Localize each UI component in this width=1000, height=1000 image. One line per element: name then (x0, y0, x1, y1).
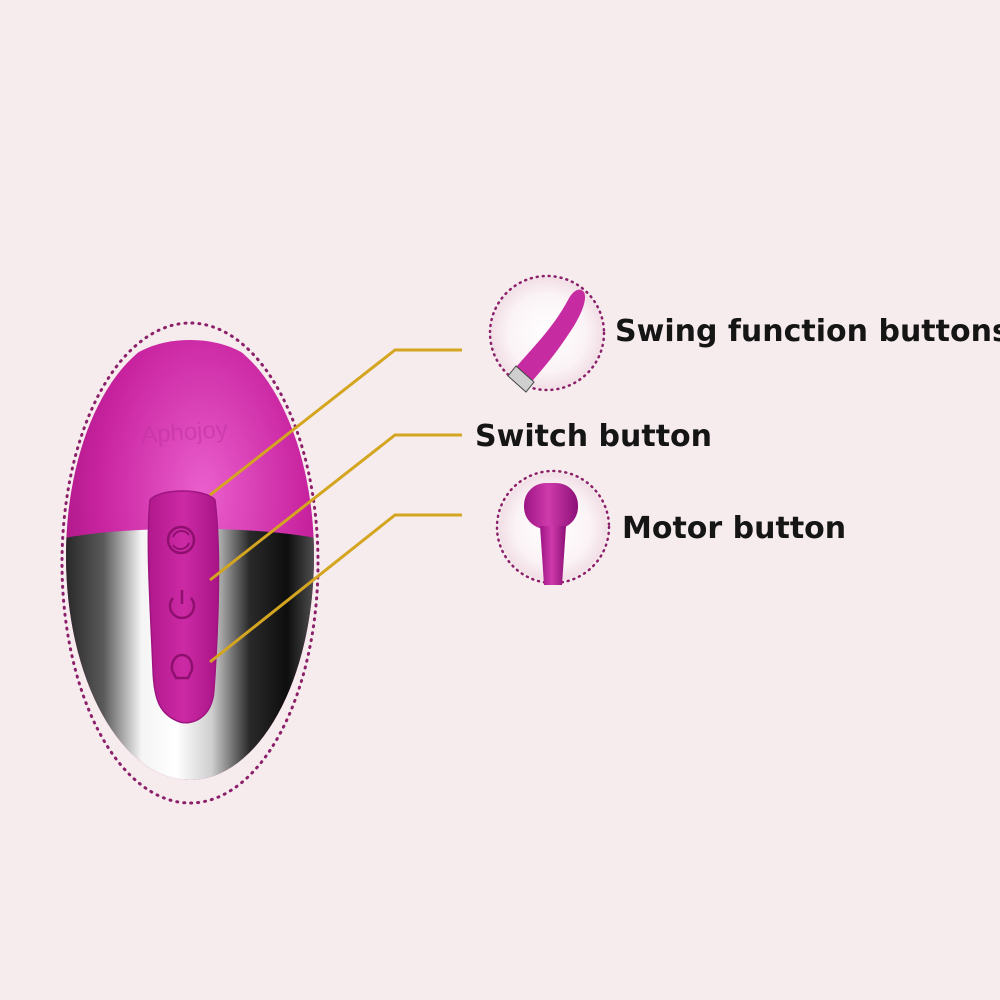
label-switch-button: Switch button (475, 419, 713, 454)
switch-button[interactable] (168, 590, 196, 620)
leader-line-motor (209, 513, 462, 664)
leader-line-swing (209, 348, 462, 497)
cycle-icon (172, 530, 190, 550)
power-icon (168, 597, 196, 620)
brand-watermark: Aphojoy (140, 416, 228, 449)
swing-thumbnail (488, 274, 606, 393)
device-dotted-outline (60, 321, 320, 805)
motor-thumbnail (495, 469, 611, 585)
motor-icon (170, 653, 194, 680)
label-swing-function-buttons: Swing function buttons (615, 314, 1000, 349)
motor-button[interactable] (170, 653, 194, 680)
label-motor-button: Motor button (622, 511, 847, 546)
control-pad (147, 490, 220, 724)
swing-function-button[interactable] (166, 525, 196, 555)
leader-line-switch (209, 433, 462, 582)
